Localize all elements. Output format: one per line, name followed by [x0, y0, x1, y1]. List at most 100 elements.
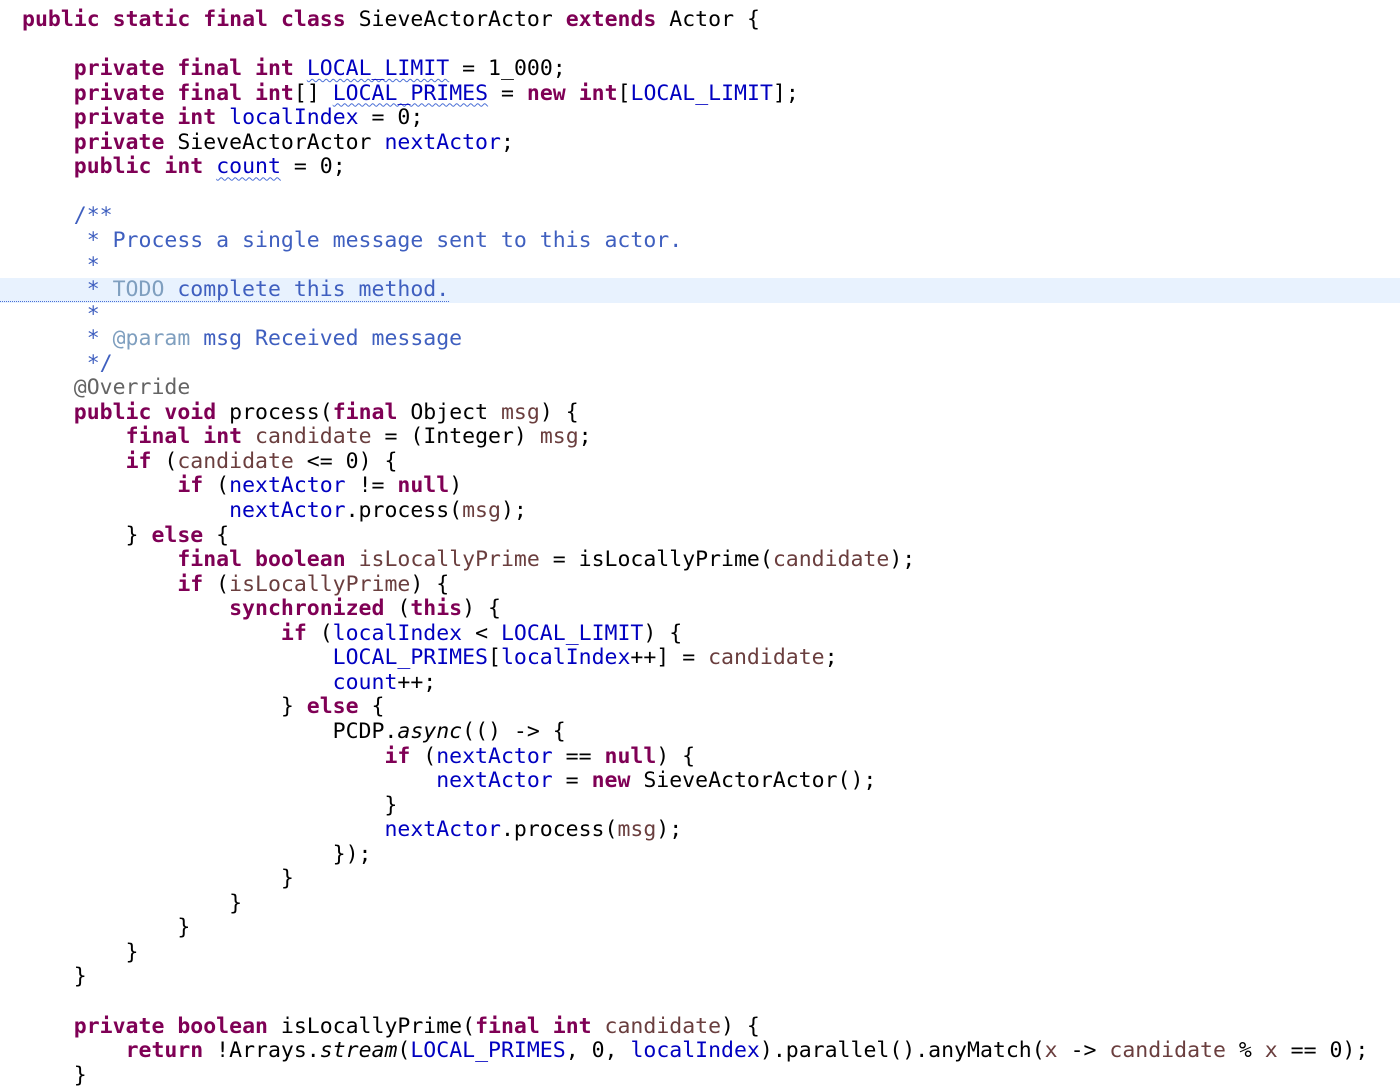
field-token: nextActor	[384, 129, 501, 155]
code-token: SieveActorActor	[345, 7, 566, 32]
code-token: async	[397, 718, 463, 744]
code-token: }	[22, 694, 307, 720]
code-token	[566, 81, 579, 106]
keyword-token: class	[280, 7, 346, 32]
code-line: }	[22, 965, 87, 990]
keyword-token: int	[578, 80, 618, 106]
local-variable-token: isLocallyPrime	[358, 547, 540, 573]
code-token: process(	[216, 399, 333, 425]
code-token: , 0,	[565, 1038, 631, 1064]
code-token	[22, 105, 74, 130]
code-token	[22, 596, 229, 621]
code-token: }	[22, 890, 243, 916]
code-token: {	[358, 694, 385, 720]
code-token	[22, 81, 74, 106]
code-token	[242, 56, 255, 81]
field-token: LOCAL_PRIMES	[410, 1038, 566, 1064]
code-token	[190, 424, 203, 449]
field-token: count	[332, 669, 398, 695]
local-variable-token: candidate	[772, 547, 890, 573]
field-token: nextActor	[384, 817, 501, 843]
code-token: );	[889, 547, 916, 573]
keyword-token: if	[384, 743, 411, 769]
code-token: ;	[578, 424, 592, 450]
code-token: %	[1225, 1038, 1265, 1064]
code-token	[268, 7, 281, 32]
code-token: stream	[319, 1038, 398, 1064]
code-line: private final int LOCAL_LIMIT = 1_000;	[22, 56, 566, 82]
code-token	[22, 572, 177, 597]
code-token	[22, 744, 384, 769]
code-token	[22, 768, 436, 793]
keyword-token: boolean	[255, 547, 346, 573]
code-token: (	[151, 448, 178, 474]
keyword-token: if	[177, 571, 204, 597]
code-token: !Arrays.	[203, 1038, 320, 1064]
code-token	[22, 645, 333, 670]
code-token: []	[293, 80, 333, 106]
code-token: SieveActorActor	[164, 129, 385, 155]
code-line: @Override	[22, 376, 191, 401]
local-variable-token: x	[1264, 1038, 1278, 1064]
code-token: (	[306, 620, 333, 646]
field-token: count	[216, 154, 281, 180]
code-line: * Process a single message sent to this …	[22, 228, 682, 254]
code-line: if (candidate <= 0) {	[22, 448, 398, 475]
keyword-token: else	[306, 694, 359, 720]
code-token	[100, 7, 113, 32]
keyword-token: public	[22, 7, 100, 32]
keyword-token: int	[177, 105, 217, 131]
code-token: (	[410, 743, 437, 769]
code-line: }	[22, 890, 243, 917]
local-variable-token: msg	[500, 399, 540, 425]
code-token: ++;	[397, 669, 437, 695]
code-line: if (nextActor == null) {	[22, 743, 695, 770]
javadoc-token: /**	[22, 203, 113, 229]
javadoc-token: *	[22, 277, 113, 303]
code-token: });	[22, 841, 372, 867]
code-token: (	[203, 571, 230, 597]
code-token: = 1_000;	[449, 56, 566, 82]
code-token: }	[22, 939, 139, 965]
code-line: private SieveActorActor nextActor;	[22, 129, 514, 156]
javadoc-token: complete this method.	[164, 277, 450, 303]
code-token	[22, 154, 74, 179]
keyword-token: null	[397, 473, 450, 499]
code-token: SieveActorActor();	[630, 768, 877, 794]
code-line: *	[22, 302, 100, 328]
code-line: public void process(final Object msg) {	[22, 399, 579, 426]
code-token	[22, 400, 74, 425]
javadoc-tag-token: @param	[112, 326, 191, 352]
keyword-token: private	[73, 80, 165, 106]
keyword-token: int	[552, 1013, 592, 1039]
local-variable-token: candidate	[1109, 1038, 1226, 1064]
keyword-token: public	[73, 154, 152, 180]
code-line: private boolean isLocallyPrime(final int…	[22, 1013, 760, 1040]
keyword-token: int	[255, 80, 294, 106]
code-token: )	[449, 473, 463, 499]
code-token	[22, 56, 74, 81]
code-token	[294, 56, 307, 81]
keyword-token: int	[255, 56, 294, 82]
keyword-token: else	[151, 522, 204, 548]
code-line: PCDP.async(() -> {	[22, 718, 566, 745]
keyword-token: final	[332, 399, 398, 425]
keyword-token: if	[177, 473, 204, 499]
code-line: if (localIndex < LOCAL_LIMIT) {	[22, 620, 682, 647]
code-token	[22, 424, 126, 449]
code-token: ) {	[539, 399, 579, 425]
code-token: isLocallyPrime(	[267, 1013, 476, 1039]
code-line: nextActor.process(msg);	[22, 498, 527, 524]
code-token	[164, 105, 177, 130]
code-line: * TODO complete this method.	[22, 277, 450, 303]
code-token	[22, 130, 74, 155]
code-token: }	[22, 1062, 87, 1086]
code-token: ) {	[410, 571, 450, 597]
code-token: );	[500, 498, 527, 523]
code-token: }	[22, 964, 87, 990]
code-token	[22, 1038, 126, 1063]
keyword-token: private	[73, 1013, 165, 1039]
keyword-token: private	[73, 105, 165, 131]
code-line: final int candidate = (Integer) msg;	[22, 425, 592, 450]
